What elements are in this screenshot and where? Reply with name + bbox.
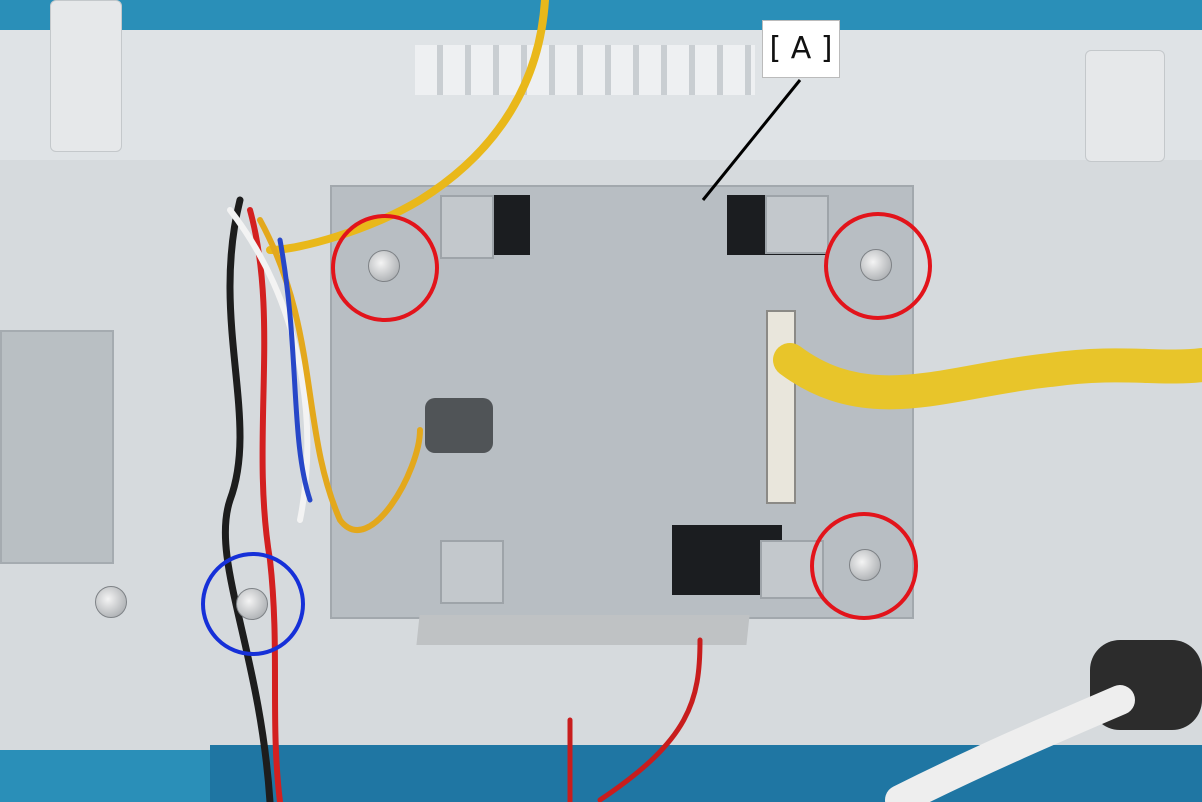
roller xyxy=(425,398,493,453)
cable-connector xyxy=(766,310,796,504)
yellow-wire xyxy=(257,217,423,533)
red-marker-circle xyxy=(824,212,932,320)
plate-tab xyxy=(440,540,504,604)
red-wire xyxy=(597,637,703,802)
floor-area xyxy=(210,745,1202,802)
yellow-wire xyxy=(266,0,549,254)
callout-label-a: [ A ] xyxy=(762,20,840,78)
white-ribbon xyxy=(885,685,1135,802)
blue-marker-circle xyxy=(201,552,305,656)
black-wire xyxy=(221,196,274,802)
screw xyxy=(95,586,127,618)
plate-tab xyxy=(440,195,494,259)
red-wire xyxy=(247,207,283,802)
yellow-wire-bundle xyxy=(773,343,1202,410)
callout-leader-line xyxy=(701,79,802,201)
side-bracket xyxy=(0,330,114,564)
frame-pillar xyxy=(1085,50,1165,162)
blue-wire xyxy=(277,237,313,503)
frame-ribs xyxy=(415,45,755,95)
plate-tab xyxy=(765,195,829,254)
red-marker-circle xyxy=(331,214,439,322)
red-marker-circle xyxy=(810,512,918,620)
frame-pillar xyxy=(50,0,122,152)
